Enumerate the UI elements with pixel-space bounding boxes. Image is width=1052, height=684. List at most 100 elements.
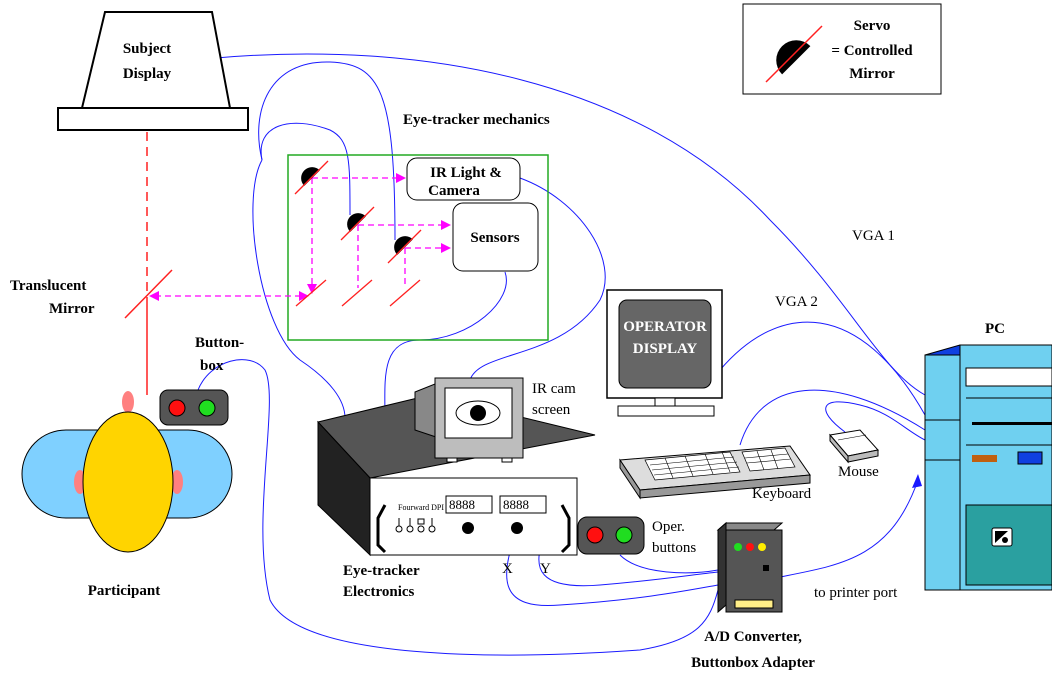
pc-bay-1	[965, 367, 1052, 387]
elec-front	[369, 477, 578, 556]
cables	[197, 53, 926, 656]
keyboard-keys	[475, 458, 562, 476]
ircam-label-2: screen	[532, 402, 571, 418]
oper-button-green	[615, 526, 633, 544]
eyetracker-mechanics: Eye-tracker mechanics	[149, 112, 550, 341]
y-output-label: Y	[540, 561, 551, 577]
cable-y	[538, 534, 719, 587]
pc-drive-slot	[972, 422, 1052, 425]
translucent-label-2: Mirror	[49, 301, 95, 317]
operator-label-2: DISPLAY	[633, 341, 698, 357]
keyboard-icon	[475, 445, 811, 500]
mechanics-label: Eye-tracker mechanics	[403, 112, 550, 128]
translucent-mirror	[124, 269, 173, 319]
legend-text-1: Servo	[854, 18, 891, 34]
participant-head	[82, 411, 174, 553]
cable-vga1	[215, 53, 926, 396]
cable-vga2	[719, 321, 926, 416]
ad-led-green	[734, 543, 742, 551]
cable-x	[506, 534, 719, 607]
sensors-label: Sensors	[470, 230, 519, 246]
ircam-foot-2	[501, 457, 513, 463]
servo-mirror-icon	[765, 25, 823, 83]
button-box: Button- box	[159, 335, 244, 426]
operator-stand	[654, 397, 676, 407]
participant-nose	[122, 391, 134, 413]
elec-handle-left	[376, 504, 387, 554]
buttonbox-red	[168, 399, 186, 417]
ircam-foot-1	[446, 457, 458, 463]
subject-display-label-2: Display	[123, 66, 172, 82]
ad-slot	[734, 599, 774, 609]
ad-label-2: Buttonbox Adapter	[691, 655, 815, 671]
ad-top	[716, 522, 784, 531]
oper-label-2: buttons	[652, 540, 696, 556]
ir-light-label-1: IR Light &	[430, 165, 502, 181]
buttonbox-green	[198, 399, 216, 417]
ad-side	[717, 521, 727, 614]
vga2-label: VGA 2	[775, 294, 818, 310]
elec-knob-1	[462, 522, 474, 534]
servo-mirror-1	[294, 160, 329, 195]
pc-power-dot	[1002, 537, 1008, 543]
mouse-icon	[829, 429, 879, 464]
operator-base	[617, 405, 715, 417]
legend-box	[742, 3, 942, 95]
arrowheads	[149, 173, 451, 301]
operator-monitor-screen	[618, 299, 712, 389]
mouse-label: Mouse	[838, 464, 879, 480]
legend-text-2: = Controlled	[831, 43, 913, 59]
x-output-label: X	[502, 561, 513, 577]
elec-label-1: Eye-tracker	[343, 563, 420, 579]
subject-display-screen	[80, 11, 232, 109]
keyboard-label: Keyboard	[752, 486, 812, 502]
ad-label-1: A/D Converter,	[704, 629, 802, 645]
elec-readout-2-digits: 8888	[503, 497, 529, 512]
buttonbox-label-1: Button-	[195, 335, 244, 351]
subject-display-label-1: Subject	[123, 41, 171, 57]
fixed-mirror-2	[341, 279, 373, 307]
fixed-mirror-1	[295, 279, 327, 307]
ad-led-red	[746, 543, 754, 551]
eye-icon	[455, 400, 501, 426]
ad-led-yellow	[758, 543, 766, 551]
ir-light-label-2: Camera	[428, 183, 480, 199]
elec-readout-1-digits: 8888	[449, 497, 475, 512]
printer-arrowhead	[912, 474, 922, 488]
vga1-label: VGA 1	[852, 228, 895, 244]
legend: Servo = Controlled Mirror	[742, 3, 942, 95]
fourward-label: Fourward DPI	[398, 503, 444, 512]
pc-power-mark	[995, 531, 1008, 543]
subject-display: Subject Display	[57, 11, 249, 131]
operator-buttons: Oper. buttons	[577, 516, 696, 556]
cable-keyboard	[739, 389, 926, 446]
participant-label: Participant	[88, 583, 161, 599]
operator-label-1: OPERATOR	[623, 319, 707, 335]
ir-cam-monitor: IR cam screen	[414, 377, 576, 463]
servo-mirror-2	[340, 206, 375, 241]
cable-buttonbox	[197, 359, 719, 656]
buttonbox-label-2: box	[200, 358, 224, 374]
mirror-paths	[155, 177, 445, 297]
operator-display: OPERATOR DISPLAY	[606, 289, 723, 417]
ad-converter: A/D Converter, Buttonbox Adapter	[691, 521, 815, 671]
participant: Participant	[21, 391, 233, 599]
printer-port-label: to printer port	[814, 585, 898, 601]
mechanics-box	[287, 154, 549, 341]
pc-led-blue	[1017, 451, 1043, 465]
ir-light-camera-box	[406, 157, 521, 201]
servo-mirror-3	[387, 229, 422, 264]
cable-mech-loop2	[260, 122, 351, 216]
elec-switches	[395, 518, 436, 533]
cable-mech-loop1	[258, 61, 396, 241]
cable-oper	[619, 554, 719, 574]
participant-ear-right	[171, 470, 183, 494]
elec-handle-right	[560, 504, 571, 554]
cable-mech-elec	[252, 159, 346, 419]
elec-label-2: Electronics	[343, 584, 415, 600]
pc-label: PC	[985, 321, 1005, 337]
elec-readout-1	[445, 495, 493, 514]
ad-front	[725, 529, 783, 613]
